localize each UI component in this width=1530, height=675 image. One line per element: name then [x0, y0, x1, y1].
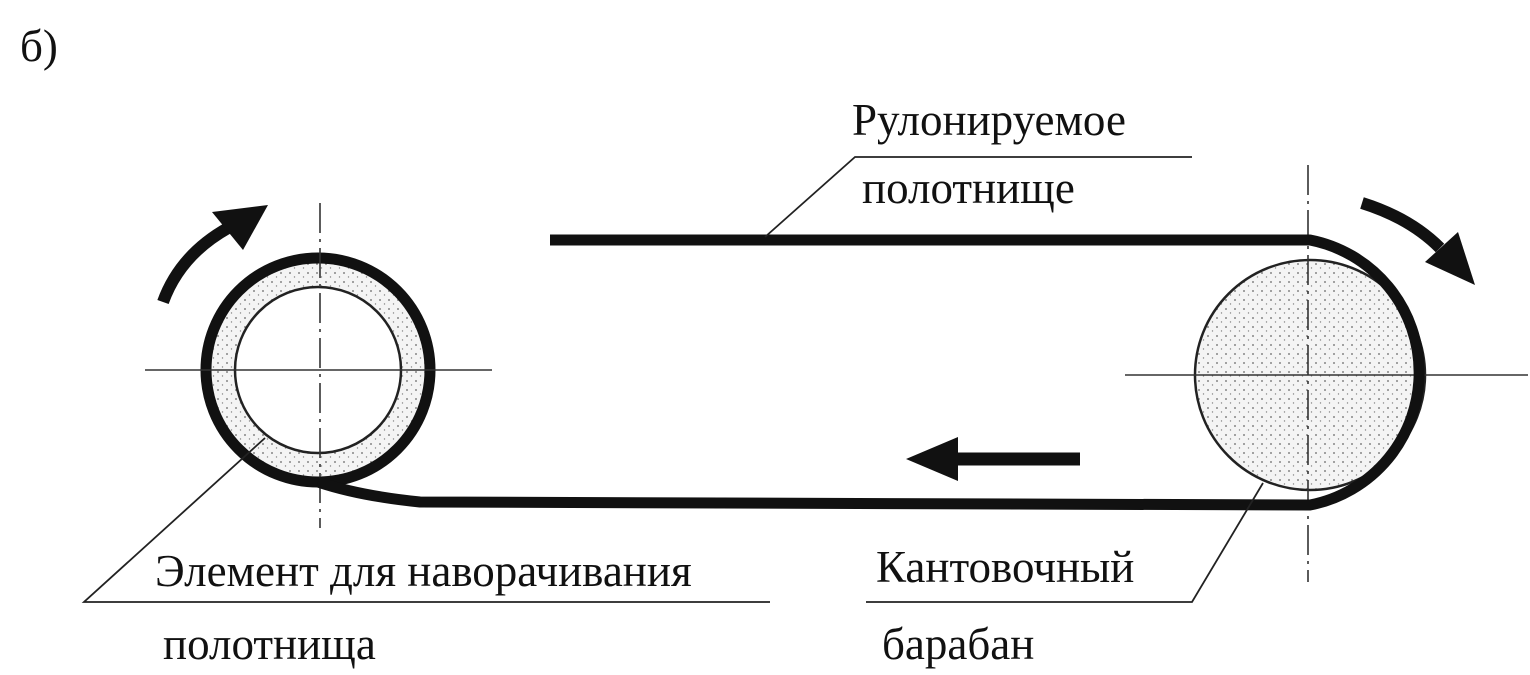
- label-winding-element-line1: Элемент для наворачивания: [155, 546, 692, 596]
- travel-direction-arrow: [906, 437, 1080, 481]
- label-rolled-sheet-line2: полотнище: [862, 163, 1075, 213]
- leader-lines: [81, 156, 1264, 603]
- winding-element: [145, 203, 492, 528]
- label-edging-drum-line2: барабан: [882, 619, 1035, 669]
- leader-edging-drum: [866, 482, 1264, 603]
- rolled-sheet-belt: [316, 234, 1425, 511]
- leader-winding-element: [81, 437, 770, 603]
- rotation-arrow-winding: [157, 205, 268, 305]
- label-winding-element-line2: полотнища: [163, 619, 376, 669]
- leader-rolled-sheet: [764, 156, 1192, 238]
- rotation-arrow-drum: [1360, 197, 1475, 285]
- subfigure-label: б): [20, 21, 58, 71]
- label-edging-drum-line1: Кантовочный: [876, 542, 1135, 592]
- edging-drum: [1125, 165, 1528, 582]
- label-rolled-sheet-line1: Рулонируемое: [852, 95, 1126, 145]
